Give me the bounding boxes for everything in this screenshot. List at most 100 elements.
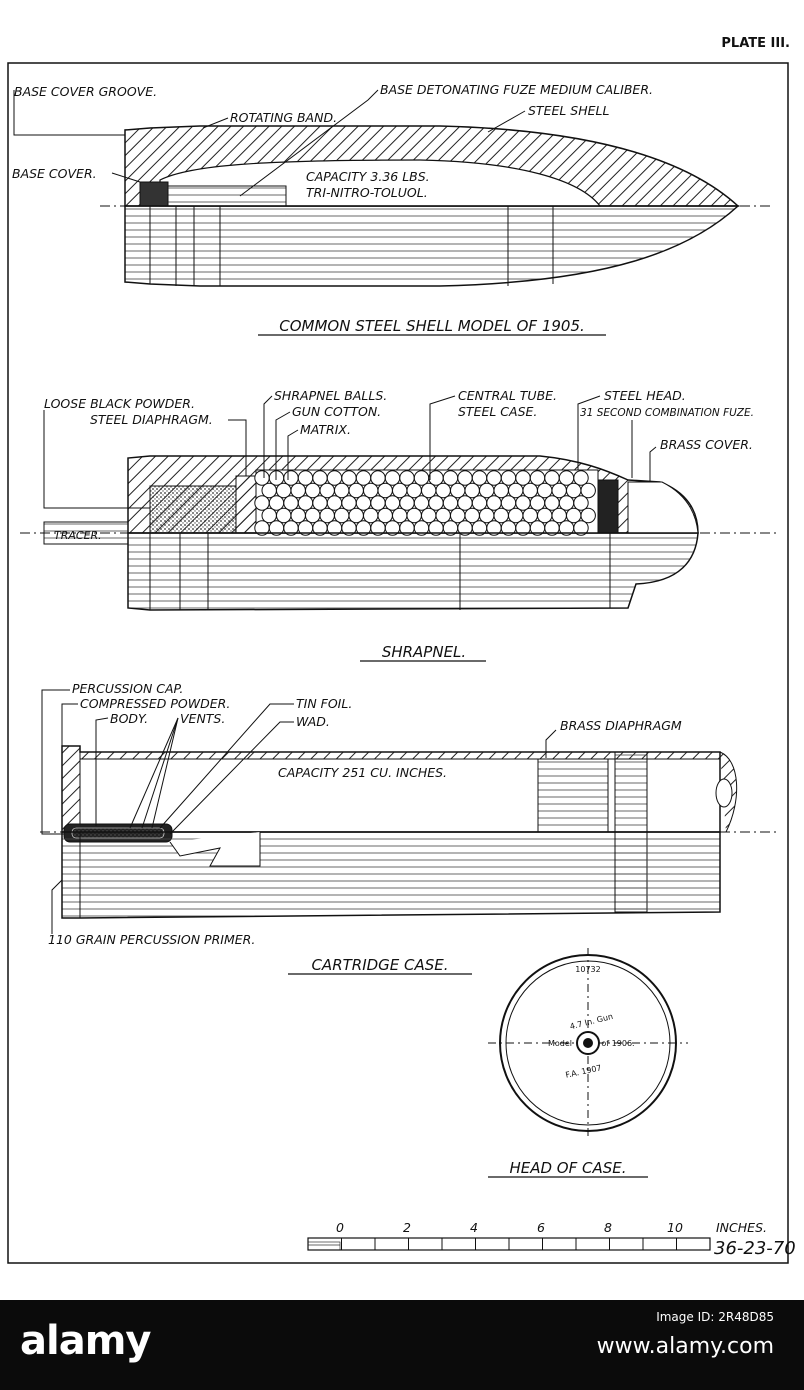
shrapnel-ball <box>297 470 314 486</box>
shrapnel-ball <box>442 470 459 486</box>
shrapnel-ball <box>529 470 546 486</box>
stock-watermark-banner: alamy Image ID: 2R48D85 www.alamy.com <box>0 1300 804 1390</box>
caption-steel-shell: COMMON STEEL SHELL MODEL OF 1905. <box>279 317 585 335</box>
shrapnel-ball <box>551 507 567 524</box>
label-body: BODY. <box>110 711 148 726</box>
shrapnel-ball <box>370 470 386 486</box>
shrapnel-ball <box>261 507 277 524</box>
shrapnel-ball <box>341 470 357 486</box>
shrapnel-ball <box>537 482 553 499</box>
shrapnel-ball <box>326 470 343 486</box>
technical-plate: PLATE III. BASE COVER GROOVE. BASE DETON… <box>7 36 796 1264</box>
shrapnel-ball <box>392 482 408 499</box>
shrapnel-ball <box>319 482 335 499</box>
shrapnel-ball <box>522 482 538 499</box>
shrapnel-ball <box>551 482 567 499</box>
shrapnel-ball <box>500 470 517 486</box>
shrapnel-ball <box>312 495 328 511</box>
shrapnel-ball <box>334 507 350 524</box>
shrapnel-ball <box>268 495 285 511</box>
shrapnel-ball <box>457 495 473 511</box>
shrapnel-ball <box>421 507 437 524</box>
shrapnel-ball <box>471 470 488 486</box>
shrapnel-ball <box>377 482 393 499</box>
stamp-top: 10732 <box>575 965 600 974</box>
shrapnel-ball <box>479 507 495 524</box>
shrapnel-ball <box>450 507 466 524</box>
scale-tick-10: 10 <box>667 1220 683 1235</box>
shrapnel-ball <box>363 482 379 499</box>
scale-tick-4: 4 <box>470 1220 478 1235</box>
shrapnel-ball <box>290 507 306 524</box>
label-base-cover: BASE COVER. <box>12 166 97 181</box>
shrapnel-ball <box>392 507 408 524</box>
head-of-case-drawing <box>488 948 688 1138</box>
shrapnel-ball <box>500 495 517 511</box>
shrapnel-ball <box>319 507 335 524</box>
shrapnel-ball <box>326 495 343 511</box>
label-tracer: TRACER. <box>54 529 102 542</box>
shrapnel-ball <box>566 507 582 524</box>
shrapnel-ball <box>544 470 560 486</box>
plate-number: PLATE III. <box>721 36 790 51</box>
shrapnel-ball <box>341 495 357 511</box>
label-steel-head: STEEL HEAD. <box>604 388 686 403</box>
shrapnel-ball <box>435 482 451 499</box>
scale-tick-0: 0 <box>336 1220 344 1235</box>
shrapnel-ball <box>406 482 422 499</box>
shrapnel-ball <box>399 495 415 511</box>
shrapnel-ball <box>537 507 553 524</box>
label-rotating-band: ROTATING BAND. <box>230 110 337 125</box>
shrapnel-ball <box>413 495 430 511</box>
shell-capacity-line2: TRI-NITRO-TOLUOL. <box>306 185 428 200</box>
shrapnel-ball <box>479 482 495 499</box>
shrapnel-ball <box>305 507 321 524</box>
shrapnel-ball <box>283 495 299 511</box>
shrapnel-ball <box>384 470 401 486</box>
shrapnel-ball <box>384 495 401 511</box>
shrapnel-ball <box>464 507 480 524</box>
shrapnel-ball <box>558 470 575 486</box>
shrapnel-ball <box>573 470 589 486</box>
shrapnel-ball <box>428 470 444 486</box>
drawing-number: 36-23-70 <box>714 1238 796 1259</box>
cartridge-drawing <box>40 745 780 919</box>
caption-cartridge-case: CARTRIDGE CASE. <box>311 956 448 974</box>
shrapnel-ball <box>508 482 524 499</box>
shrapnel-ball <box>254 495 270 511</box>
shrapnel-ball <box>377 507 393 524</box>
shrapnel-ball <box>261 482 277 499</box>
stamp-model: Model <box>548 1039 572 1048</box>
cartridge-capacity: CAPACITY 251 CU. INCHES. <box>278 765 447 780</box>
image-id: Image ID: 2R48D85 <box>656 1310 774 1324</box>
shrapnel-ball <box>348 507 364 524</box>
scale-tick-8: 8 <box>604 1220 612 1235</box>
label-steel-diaphragm: STEEL DIAPHRAGM. <box>90 412 213 427</box>
label-matrix: MATRIX. <box>300 422 351 437</box>
shrapnel-ball <box>355 495 372 511</box>
alamy-logo: alamy <box>20 1318 151 1364</box>
label-percussion-primer: 110 GRAIN PERCUSSION PRIMER. <box>48 932 255 947</box>
label-combination-fuze: 31 SECOND COMBINATION FUZE. <box>580 407 754 419</box>
shrapnel-ball <box>312 470 328 486</box>
shrapnel-drawing <box>20 455 780 611</box>
plate-border <box>7 62 789 1264</box>
label-loose-black-powder: LOOSE BLACK POWDER. <box>44 396 195 411</box>
alamy-url: www.alamy.com <box>596 1334 774 1359</box>
shrapnel-ball <box>522 507 538 524</box>
shrapnel-ball <box>515 495 531 511</box>
shrapnel-ball <box>305 482 321 499</box>
shrapnel-ball <box>471 495 488 511</box>
plate-drawing: PLATE III. BASE COVER GROOVE. BASE DETON… <box>7 36 796 1264</box>
shrapnel-ball <box>580 482 596 499</box>
label-base-detonating-fuze: BASE DETONATING FUZE MEDIUM CALIBER. <box>380 82 653 97</box>
steel-shell-leaders <box>13 89 526 197</box>
shrapnel-ball <box>413 470 430 486</box>
shrapnel-ball <box>406 507 422 524</box>
shrapnel-ball <box>435 507 451 524</box>
shrapnel-ball <box>486 495 502 511</box>
shrapnel-ball <box>580 507 596 524</box>
shrapnel-ball <box>464 482 480 499</box>
shrapnel-ball <box>566 482 582 499</box>
label-compressed-powder: COMPRESSED POWDER. <box>80 696 230 711</box>
